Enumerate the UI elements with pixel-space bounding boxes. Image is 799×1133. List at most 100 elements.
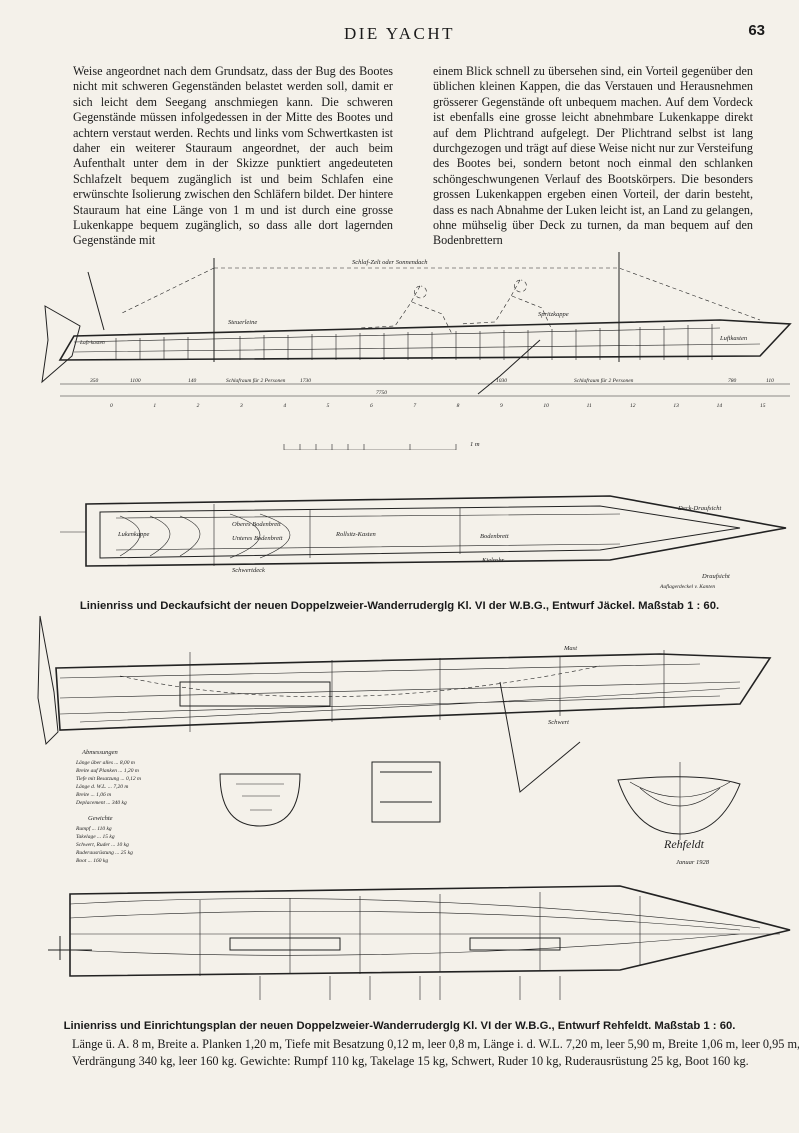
rehfeldt-profile-drawing: Schwert Mast Abmessungen Länge über alle… <box>37 615 772 866</box>
rehfeldt-centerboard-label: Schwert <box>548 719 569 726</box>
wood-grain <box>119 513 291 559</box>
station-number: 5 <box>327 403 330 409</box>
boat-specifications: Länge ü. A. 8 m, Breite a. Planken 1,20 … <box>72 1036 799 1069</box>
midship-detail <box>236 783 284 811</box>
station-number: 3 <box>239 403 243 409</box>
floor-2-label: Bodenbrett <box>480 533 509 540</box>
figure-lines-rehfeldt: Schwert Mast Abmessungen Länge über alle… <box>0 612 799 880</box>
scale-bar <box>283 444 457 450</box>
rehfeldt-waterlines <box>59 663 741 723</box>
figure-profile-jaeckel: Schlaf-Zelt oder Sonnendach Steuerleine … <box>0 244 799 450</box>
dim-110: 110 <box>766 378 774 384</box>
station-number: 0 <box>110 403 113 409</box>
station-number: 9 <box>500 403 503 409</box>
lower-floor-label: Unteres Bodenbrett <box>232 535 283 542</box>
rehfeldt-centerboard-swing <box>499 681 581 793</box>
legend-line: Takelage ... 15 kg <box>76 834 115 840</box>
upper-floor-label: Oberes Bodenbrett <box>232 521 281 528</box>
rudder-stock <box>87 271 105 331</box>
seat-label: Rollsitz-Kasten <box>335 531 376 538</box>
arrangement-outline <box>69 885 791 977</box>
figure-arrangement-rehfeldt <box>0 880 799 1018</box>
station-number: 15 <box>760 403 766 409</box>
sleep-fwd-label: Schlafraum für 2 Personen <box>574 377 634 384</box>
section-detail <box>371 761 441 823</box>
designer-signature: Rehfeldt <box>663 837 705 851</box>
legend-line: Schwert, Ruder ... 10 kg <box>76 842 129 848</box>
profile-drawing: Schlaf-Zelt oder Sonnendach Steuerleine … <box>41 252 792 450</box>
arrangement-drawing <box>48 885 791 1000</box>
legend-line: Deplacement ... 340 kg <box>75 799 127 806</box>
hull-outline <box>58 319 792 361</box>
arrangement-bulkheads <box>199 892 641 976</box>
station-number: 12 <box>630 403 636 409</box>
dim-780: 780 <box>728 378 737 384</box>
top-view-note: Auflagerdeckel v. Kanten <box>659 583 715 590</box>
legend-title-dimensions: Abmessungen <box>81 749 118 756</box>
figure-deck-plan-jaeckel: Lukenkappe Oberes Bodenbrett Unteres Bod… <box>0 488 799 606</box>
deck-outline <box>85 495 787 567</box>
dim-7750: 7750 <box>376 390 387 396</box>
station-number: 11 <box>587 403 592 409</box>
specs-line-1: Länge ü. A. 8 m, Breite a. Planken 1,20 … <box>72 1037 799 1051</box>
deck-details <box>60 504 621 566</box>
rudder-line-label: Steuerleine <box>228 319 257 326</box>
station-number: 2 <box>197 403 200 409</box>
rehfeldt-buttock <box>119 665 601 698</box>
arrangement-seats <box>229 937 561 951</box>
tent-outline <box>119 267 761 321</box>
page-number: 63 <box>748 22 765 39</box>
rudder-fitting <box>48 936 92 960</box>
legend-line: Länge über alles ... 8,00 m <box>75 760 135 766</box>
legend-line: Länge d. W.L. ... 7,20 m <box>75 784 128 790</box>
oar <box>477 339 541 395</box>
body-column-right: einem Blick schnell zu übersehen sind, e… <box>433 64 753 248</box>
legend-line: Tiefe mit Besatzung ... 0,12 m <box>76 775 141 782</box>
legend-line: Breite ... 1,06 m <box>76 792 111 798</box>
dim-140: 140 <box>188 377 197 384</box>
figure-caption-jaeckel: Linienriss und Deckaufsicht der neuen Do… <box>79 600 720 612</box>
rower-fwd <box>459 279 553 331</box>
legend-line: Boot ... 160 kg <box>76 858 108 864</box>
air-box-aft-label: Luft-kasten <box>79 339 105 346</box>
station-number: 8 <box>457 403 460 409</box>
air-box-fwd-label: Luftkasten <box>719 335 747 342</box>
station-number: 1 <box>153 403 156 409</box>
sprit-label: Spritzkappe <box>538 311 569 318</box>
body-column-left: Weise angeordnet nach dem Grundsatz, das… <box>73 64 393 248</box>
deck-plan-drawing: Lukenkappe Oberes Bodenbrett Unteres Bod… <box>60 495 787 590</box>
legend-line: Breite auf Planken ... 1,20 m <box>76 767 139 774</box>
legend-title-weights: Gewichte <box>88 815 113 822</box>
hull-frames <box>115 324 713 360</box>
scale-label: 1 m <box>470 441 480 448</box>
cockpit-coaming <box>99 505 741 559</box>
rehfeldt-sections <box>189 650 665 732</box>
tent-label: Schlaf-Zelt oder Sonnendach <box>352 259 427 266</box>
arrangement-lines <box>69 898 780 956</box>
dim-1730: 1730 <box>300 378 311 384</box>
centerboard-label: Schwertdeck <box>232 567 265 574</box>
dim-350: 350 <box>89 378 99 384</box>
station-number: 4 <box>283 402 286 409</box>
keel-label: Kielrohr <box>481 557 505 564</box>
hull-lines <box>73 327 761 353</box>
figure-caption-rehfeldt: Linienriss und Einrichtungsplan der neue… <box>63 1020 736 1032</box>
specs-line-2: Verdrängung 340 kg, leer 160 kg. Gewicht… <box>72 1053 749 1068</box>
arrangement-stanchions <box>259 976 561 1000</box>
deck-plan-label: Deck-Draufsicht <box>677 505 722 512</box>
sleep-aft-label: Schlafraum für 2 Personen <box>226 377 286 384</box>
rehfeldt-hull-profile <box>55 653 772 731</box>
rudder-blade <box>41 305 81 384</box>
station-number: 10 <box>543 403 549 409</box>
hatch-label: Lukenkappe <box>117 531 150 538</box>
rower-aft <box>359 285 453 335</box>
top-view-label: Draufsicht <box>701 573 730 580</box>
rehfeldt-rudder <box>37 615 59 746</box>
station-number: 14 <box>717 402 723 409</box>
rehfeldt-mast-label: Mast <box>563 645 577 652</box>
rehfeldt-centerboard-case <box>179 681 331 707</box>
